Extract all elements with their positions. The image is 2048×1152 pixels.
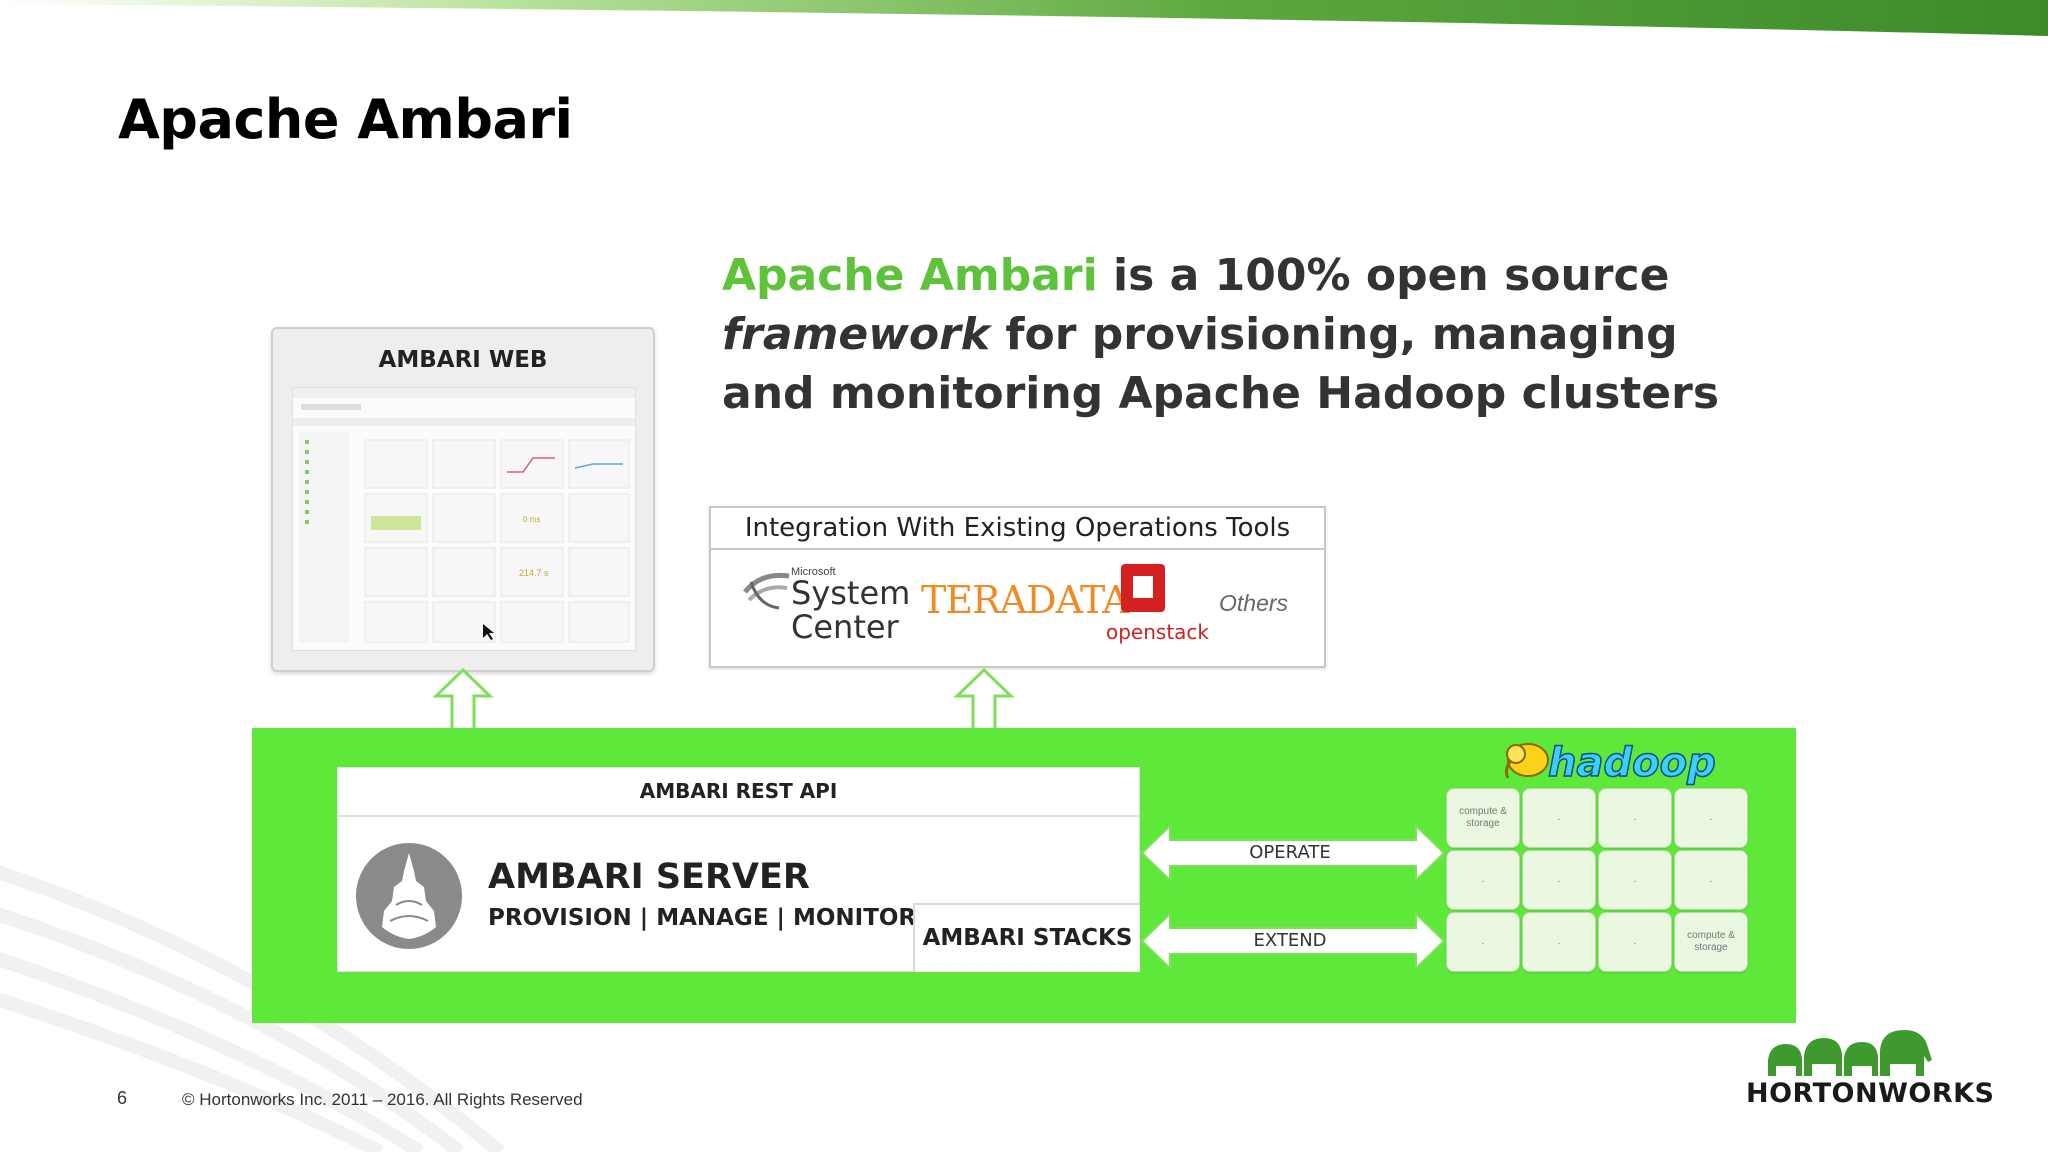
cluster-node: .: [1598, 788, 1672, 848]
system-center-line1: System: [791, 574, 911, 612]
ambari-server-title: AMBARI SERVER: [488, 857, 810, 897]
system-center-logo-icon: [743, 572, 790, 610]
copyright-notice: © Hortonworks Inc. 2011 – 2016. All Righ…: [182, 1090, 583, 1109]
openstack-label: openstack: [1106, 620, 1210, 644]
others-label: Others: [1219, 590, 1289, 616]
system-center-label: System Center: [791, 576, 910, 644]
page-number: 6: [117, 1088, 128, 1108]
dashboard-thumbnail: 0 ms 214.7 s: [293, 388, 635, 643]
ambari-stacks-box: AMBARI STACKS: [913, 903, 1140, 972]
cluster-node: .: [1598, 912, 1672, 972]
hadoop-logo: hadoop: [1547, 739, 1716, 787]
cluster-node: .: [1446, 850, 1520, 910]
openstack-logo-icon: [1121, 564, 1165, 612]
cluster-node: .: [1522, 850, 1596, 910]
cluster-node: .: [1598, 850, 1672, 910]
operate-label: OPERATE: [1249, 842, 1331, 863]
hortonworks-wordmark: HORTONWORKS: [1746, 1078, 1995, 1109]
intro-italic: framework: [722, 309, 991, 360]
teradata-logo: TERADATA: [921, 578, 1130, 622]
extend-label: EXTEND: [1253, 930, 1327, 951]
ambari-web-title: AMBARI WEB: [378, 347, 548, 373]
intro-statement: Apache Ambari is a 100% open source fram…: [722, 246, 1722, 423]
system-center-line2: Center: [791, 608, 899, 646]
intro-highlight: Apache Ambari: [722, 250, 1098, 301]
cluster-node: .: [1446, 912, 1520, 972]
cluster-node: .: [1522, 912, 1596, 972]
ambari-web-screenshot: 0 ms 214.7 s: [292, 387, 636, 651]
slide-title: Apache Ambari: [118, 88, 573, 151]
intro-part1: is a 100% open source: [1097, 250, 1670, 301]
cluster-node: compute & storage: [1446, 788, 1520, 848]
extend-arrow: [1140, 911, 1446, 971]
hadoop-elephant-icon: [1504, 743, 1549, 779]
integration-box: Integration With Existing Operations Too…: [709, 506, 1326, 668]
ambari-logo-icon: [356, 843, 462, 949]
ambari-server-subtitle: PROVISION | MANAGE | MONITOR: [488, 905, 917, 931]
ambari-rest-api-box: AMBARI REST API: [337, 767, 1140, 816]
microsoft-label: Microsoft: [791, 566, 836, 578]
intro-part2: for provisioning, managing and monitorin…: [722, 309, 1720, 419]
top-gradient-bar: [0, 0, 2048, 36]
hortonworks-elephants-logo-icon: [1768, 1030, 1932, 1076]
cluster-node: compute & storage: [1674, 912, 1748, 972]
operate-arrow: [1140, 823, 1446, 883]
svg-text:0 ms: 0 ms: [523, 515, 540, 524]
cluster-node: .: [1674, 850, 1748, 910]
cluster-node: .: [1674, 788, 1748, 848]
integration-title: Integration With Existing Operations Too…: [711, 508, 1324, 550]
ambari-web-box: AMBARI WEB 0 ms 214.7 s: [271, 327, 655, 672]
cluster-node: .: [1522, 788, 1596, 848]
svg-text:214.7 s: 214.7 s: [519, 568, 549, 578]
